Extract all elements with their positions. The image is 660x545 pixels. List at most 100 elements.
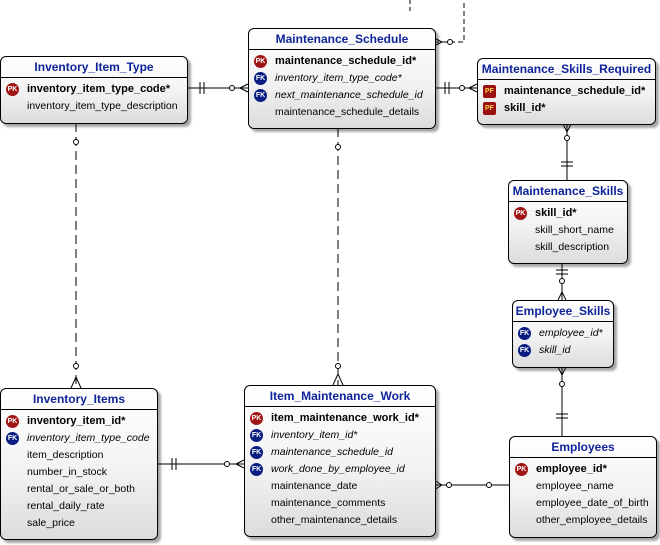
attribute-name: maintenance_schedule_id* bbox=[504, 85, 646, 97]
attribute-name: other_employee_details bbox=[536, 514, 648, 526]
attribute-name: skill_short_name bbox=[535, 224, 614, 236]
entity-title: Employee_Skills bbox=[513, 301, 613, 322]
pk-icon: PK bbox=[6, 83, 19, 96]
attribute-row: PK skill_id* bbox=[509, 205, 627, 222]
fk-icon: FK bbox=[518, 344, 531, 357]
entity-title: Maintenance_Skills_Required bbox=[478, 59, 655, 80]
entity-title: Item_Maintenance_Work bbox=[245, 386, 435, 407]
attribute-name: item_description bbox=[27, 449, 104, 461]
pk-icon: PK bbox=[254, 55, 267, 68]
attribute-name: inventory_item_type_description bbox=[27, 100, 178, 112]
entity-item-maintenance-work[interactable]: Item_Maintenance_Work PK item_maintenance… bbox=[244, 385, 436, 537]
pf-icon: PF bbox=[483, 102, 496, 115]
rel-itemtype-schedule bbox=[186, 82, 249, 94]
rel-schedule-skillsreq bbox=[434, 82, 478, 94]
attribute-name: other_maintenance_details bbox=[271, 514, 398, 526]
pf-icon: PF bbox=[483, 85, 496, 98]
attribute-name: employee_id* bbox=[536, 463, 607, 475]
attribute-row: maintenance_date bbox=[245, 478, 435, 495]
attribute-name: inventory_item_type_code bbox=[27, 432, 150, 444]
fk-icon: FK bbox=[254, 89, 267, 102]
entity-employee-skills[interactable]: Employee_Skills FK employee_id* FK skill_i… bbox=[512, 300, 614, 368]
attribute-name: next_maintenance_schedule_id bbox=[275, 89, 423, 101]
attribute-row: PK employee_id* bbox=[510, 461, 656, 478]
attribute-name: maintenance_date bbox=[271, 480, 358, 492]
attribute-row: PF skill_id* bbox=[478, 100, 655, 117]
rel-itemtype-items bbox=[70, 123, 82, 389]
attribute-row: FK inventory_item_id* bbox=[245, 427, 435, 444]
pk-icon: PK bbox=[514, 207, 527, 220]
attribute-row: rental_or_sale_or_both bbox=[1, 481, 157, 498]
attribute-row: other_employee_details bbox=[510, 512, 656, 529]
attribute-name: skill_id* bbox=[535, 207, 577, 219]
entity-maintenance-skills[interactable]: Maintenance_Skills PK skill_id* skill_sho… bbox=[508, 180, 628, 264]
fk-icon: FK bbox=[518, 327, 531, 340]
attribute-name: inventory_item_type_code* bbox=[27, 83, 171, 95]
attribute-row: item_description bbox=[1, 447, 157, 464]
attribute-row: FK skill_id bbox=[513, 342, 613, 359]
rel-employees-work bbox=[433, 479, 509, 491]
attribute-name: sale_price bbox=[27, 517, 75, 529]
attribute-row: PK inventory_item_type_code* bbox=[1, 81, 187, 98]
pk-icon: PK bbox=[515, 463, 528, 476]
attribute-row: other_maintenance_details bbox=[245, 512, 435, 529]
attribute-name: maintenance_schedule_id* bbox=[275, 55, 417, 67]
rel-items-work bbox=[156, 458, 245, 470]
attribute-name: rental_or_sale_or_both bbox=[27, 483, 135, 495]
attribute-name: inventory_item_id* bbox=[271, 429, 358, 441]
attribute-row: skill_short_name bbox=[509, 222, 627, 239]
attribute-row: sale_price bbox=[1, 515, 157, 532]
attribute-row: maintenance_schedule_details bbox=[249, 104, 435, 121]
rel-employees-employeeskills bbox=[556, 366, 568, 436]
fk-icon: FK bbox=[6, 432, 19, 445]
attribute-name: skill_description bbox=[535, 241, 610, 253]
attribute-name: skill_id bbox=[539, 344, 571, 356]
attribute-row: PK inventory_item_id* bbox=[1, 413, 157, 430]
entity-inventory-items[interactable]: Inventory_Items PK inventory_item_id* FK i… bbox=[0, 388, 158, 540]
attribute-name: item_maintenance_work_id* bbox=[271, 412, 419, 424]
entity-employees[interactable]: Employees PK employee_id* employee_name e… bbox=[509, 436, 657, 538]
entity-title: Inventory_Item_Type bbox=[1, 57, 187, 78]
entity-title: Employees bbox=[510, 437, 656, 458]
attribute-name: inventory_item_id* bbox=[27, 415, 126, 427]
fk-icon: FK bbox=[250, 446, 263, 459]
entity-maintenance-skills-required[interactable]: Maintenance_Skills_Required PF maintenanc… bbox=[477, 58, 656, 125]
attribute-name: rental_daily_rate bbox=[27, 500, 105, 512]
attribute-name: maintenance_comments bbox=[271, 497, 386, 509]
attribute-name: maintenance_schedule_details bbox=[275, 106, 420, 118]
attribute-name: skill_id* bbox=[504, 102, 546, 114]
pk-icon: PK bbox=[6, 415, 19, 428]
attribute-row: employee_date_of_birth bbox=[510, 495, 656, 512]
attribute-name: employee_date_of_birth bbox=[536, 497, 649, 509]
fk-icon: FK bbox=[250, 463, 263, 476]
attribute-row: skill_description bbox=[509, 239, 627, 256]
attribute-row: PK item_maintenance_work_id* bbox=[245, 410, 435, 427]
entity-title: Maintenance_Skills bbox=[509, 181, 627, 202]
attribute-name: number_in_stock bbox=[27, 466, 107, 478]
attribute-row: FK work_done_by_employee_id bbox=[245, 461, 435, 478]
attribute-row: FK maintenance_schedule_id bbox=[245, 444, 435, 461]
attribute-row: PF maintenance_schedule_id* bbox=[478, 83, 655, 100]
rel-schedule-work bbox=[332, 128, 344, 386]
attribute-name: maintenance_schedule_id bbox=[271, 446, 394, 458]
pk-icon: PK bbox=[250, 412, 263, 425]
attribute-row: inventory_item_type_description bbox=[1, 98, 187, 115]
attribute-row: FK employee_id* bbox=[513, 325, 613, 342]
attribute-row: FK inventory_item_type_code bbox=[1, 430, 157, 447]
attribute-row: employee_name bbox=[510, 478, 656, 495]
attribute-name: inventory_item_type_code* bbox=[275, 72, 402, 84]
entity-title: Maintenance_Schedule bbox=[249, 29, 435, 50]
attribute-row: FK next_maintenance_schedule_id bbox=[249, 87, 435, 104]
fk-icon: FK bbox=[254, 72, 267, 85]
attribute-row: rental_daily_rate bbox=[1, 498, 157, 515]
entity-title: Inventory_Items bbox=[1, 389, 157, 410]
attribute-row: FK inventory_item_type_code* bbox=[249, 70, 435, 87]
entity-maintenance-schedule[interactable]: Maintenance_Schedule PK maintenance_sched… bbox=[248, 28, 436, 129]
entity-inventory-item-type[interactable]: Inventory_Item_Type PK inventory_item_typ… bbox=[0, 56, 188, 124]
attribute-row: PK maintenance_schedule_id* bbox=[249, 53, 435, 70]
attribute-name: employee_id* bbox=[539, 327, 603, 339]
attribute-name: work_done_by_employee_id bbox=[271, 463, 405, 475]
rel-skills-employeeskills bbox=[556, 263, 568, 301]
fk-icon: FK bbox=[250, 429, 263, 442]
attribute-row: number_in_stock bbox=[1, 464, 157, 481]
